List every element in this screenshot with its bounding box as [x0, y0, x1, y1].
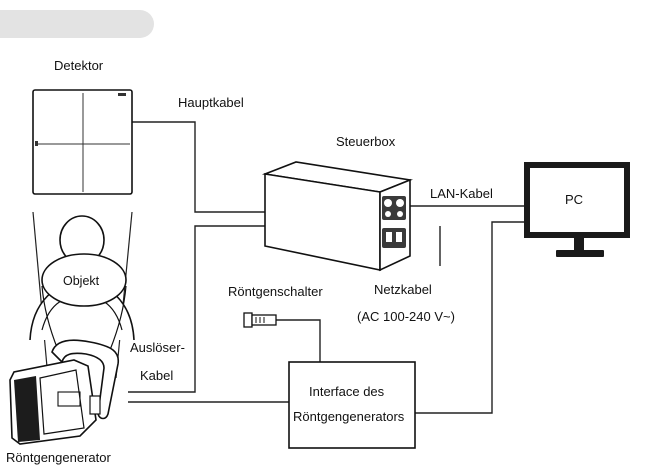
xray-generator	[9, 339, 120, 445]
trigger-cable-line	[128, 225, 265, 393]
label-trigger-cable-line1: Auslöser-	[130, 340, 185, 355]
label-xray-switch: Röntgenschalter	[228, 284, 323, 299]
label-power-spec: (AC 100-240 V~)	[357, 309, 455, 324]
control-box	[261, 161, 413, 272]
detector	[32, 89, 133, 195]
label-interface-line1: Interface des	[309, 384, 385, 399]
wires	[128, 121, 524, 414]
label-power-cable: Netzkabel	[374, 282, 432, 297]
label-main-cable: Hauptkabel	[178, 95, 244, 110]
xray-switch	[243, 312, 277, 328]
label-pc: PC	[565, 192, 583, 207]
label-generator: Röntgengenerator	[6, 450, 111, 465]
label-detector: Detektor	[54, 58, 104, 73]
label-interface-line2: Röntgengenerators	[293, 409, 405, 424]
label-control-box: Steuerbox	[336, 134, 396, 149]
label-object: Objekt	[63, 274, 100, 288]
pc-monitor	[524, 162, 630, 257]
label-trigger-cable-line2: Kabel	[140, 368, 173, 383]
main-cable-line	[132, 121, 265, 213]
object-figure	[29, 211, 135, 379]
interface-pc-line	[415, 221, 524, 414]
header-tab	[0, 10, 154, 38]
label-lan-cable: LAN-Kabel	[430, 186, 493, 201]
interface-box	[288, 361, 416, 449]
switch-cable-line	[276, 319, 321, 362]
